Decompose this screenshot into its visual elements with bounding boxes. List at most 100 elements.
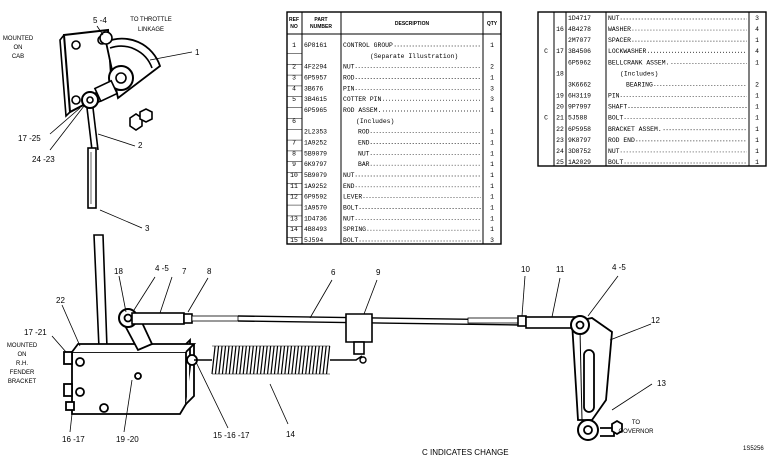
- left-row-desc: CONTROL GROUP: [343, 42, 393, 49]
- left-row-ref: 8: [292, 150, 296, 157]
- callout-12: 12: [651, 316, 660, 325]
- note-cab-2: ON: [14, 45, 23, 51]
- callout-17-25: 17 -25: [18, 134, 41, 143]
- right-row-ref: 25: [556, 159, 564, 166]
- left-row-qty: 1: [490, 42, 494, 49]
- spring-coil: [246, 345, 251, 375]
- left-row-ref: 11: [290, 183, 298, 190]
- callout-4-5-right: 4 -5: [612, 263, 626, 272]
- left-row-desc: BAR: [358, 161, 370, 168]
- callout-2: 2: [138, 141, 143, 150]
- right-row-desc: NUT: [608, 148, 620, 155]
- right-row-desc: PIN: [608, 93, 620, 100]
- spring-coil: [239, 345, 244, 375]
- callout-9: 9: [376, 268, 381, 277]
- spring-coil: [291, 345, 296, 375]
- right-row-qty: 1: [755, 37, 759, 44]
- left-row-qty: 1: [490, 107, 494, 114]
- rod-assembly-6: [131, 312, 577, 355]
- left-row-ref: 5: [292, 96, 296, 103]
- note-throttle-2: LINKAGE: [138, 27, 164, 33]
- callout-10: 10: [521, 265, 530, 274]
- left-row-qty: 1: [490, 205, 494, 212]
- left-row-desc: PIN: [343, 85, 355, 92]
- spring-coil: [232, 345, 237, 375]
- right-row-desc: LOCKWASHER: [608, 48, 647, 55]
- right-row-qty: 1: [755, 115, 759, 122]
- left-row-qty: 1: [490, 140, 494, 147]
- spring-coil: [211, 345, 216, 375]
- spring-pin: [359, 356, 367, 364]
- left-row-part: 6K9797: [304, 161, 327, 168]
- left-row-desc: BOLT: [343, 205, 359, 212]
- right-row-change-mark: C: [544, 115, 548, 122]
- right-row-ref: 21: [556, 115, 564, 122]
- left-row-qty: 2: [490, 64, 494, 71]
- left-row-ref: 14: [290, 226, 298, 233]
- left-row-qty: 1: [490, 194, 494, 201]
- left-row-qty: 1: [490, 75, 494, 82]
- spring-coil: [294, 345, 300, 375]
- right-row-desc: SHAFT: [608, 104, 627, 111]
- left-row-desc: NUT: [343, 215, 355, 222]
- left-table-header-ref-1: REF: [289, 17, 299, 23]
- callout-17-21: 17 -21: [24, 328, 47, 337]
- right-row-part: 5J588: [568, 115, 587, 122]
- lever-12: [570, 315, 623, 441]
- left-row-ref: 13: [290, 215, 298, 222]
- note-governor-1: TO: [632, 420, 641, 426]
- left-table-header-ref-2: NO: [290, 24, 298, 30]
- spring-coil: [228, 345, 234, 375]
- callout-4-5-left: 4 -5: [155, 264, 169, 273]
- right-row-qty: 2: [755, 81, 759, 88]
- right-row-ref: 23: [556, 137, 564, 144]
- note-fender-2: ON: [18, 352, 27, 358]
- spring-coil: [305, 345, 310, 375]
- note-fender-4: FENDER: [10, 370, 35, 376]
- left-row-desc: SPRING: [343, 226, 366, 233]
- left-row-desc: NUT: [343, 172, 355, 179]
- right-row-ref: 22: [556, 126, 564, 133]
- callout-18: 18: [114, 267, 123, 276]
- right-row-part: 9P7997: [568, 104, 591, 111]
- spring-coil: [218, 345, 223, 375]
- callout-15-16-17: 15 -16 -17: [213, 431, 250, 440]
- right-row-part: 6H3119: [568, 93, 591, 100]
- spring-coil: [287, 345, 293, 375]
- left-row-part: 3B4615: [304, 96, 327, 103]
- left-row-desc: (Includes): [356, 118, 394, 125]
- callout-24-23: 24 -23: [32, 155, 55, 164]
- right-row-desc: BELLCRANK ASSEM.: [608, 59, 669, 66]
- left-row-part: 3B676: [304, 85, 323, 92]
- left-row-qty: 1: [490, 226, 494, 233]
- left-row-qty: 3: [490, 237, 494, 244]
- right-row-part: 3B4506: [568, 48, 591, 55]
- left-row-part: 6P5957: [304, 75, 327, 82]
- illustration-code: 1S5256: [743, 446, 764, 452]
- spring-coil: [221, 345, 227, 375]
- left-row-part: 1A9252: [304, 140, 327, 147]
- left-row-qty: 3: [490, 85, 494, 92]
- callout-19-20: 19 -20: [116, 435, 139, 444]
- spring-14: [211, 345, 331, 375]
- left-table-header-part-1: PART: [314, 17, 327, 23]
- left-row-part: 5B9079: [304, 150, 327, 157]
- control-group-assembly: [59, 28, 162, 131]
- left-row-part: 1D4736: [304, 215, 327, 222]
- callouts: 5 -4 1 17 -25 24 -23 2 3 18 4 -5 7 8 6 9…: [18, 16, 666, 444]
- right-row-part: 1D4717: [568, 15, 591, 22]
- left-row-desc: (Separate Illustration): [370, 53, 458, 60]
- right-row-ref: 17: [556, 48, 564, 55]
- right-row-desc: BRACKET ASSEM.: [608, 126, 662, 133]
- change-note: C INDICATES CHANGE: [422, 448, 509, 457]
- callout-3: 3: [145, 224, 150, 233]
- spring-coil: [277, 345, 282, 375]
- left-row-ref: 1: [292, 42, 296, 49]
- right-row-desc: (Includes): [620, 70, 658, 77]
- right-row-ref: 19: [556, 93, 564, 100]
- right-row-part: 9K8797: [568, 137, 591, 144]
